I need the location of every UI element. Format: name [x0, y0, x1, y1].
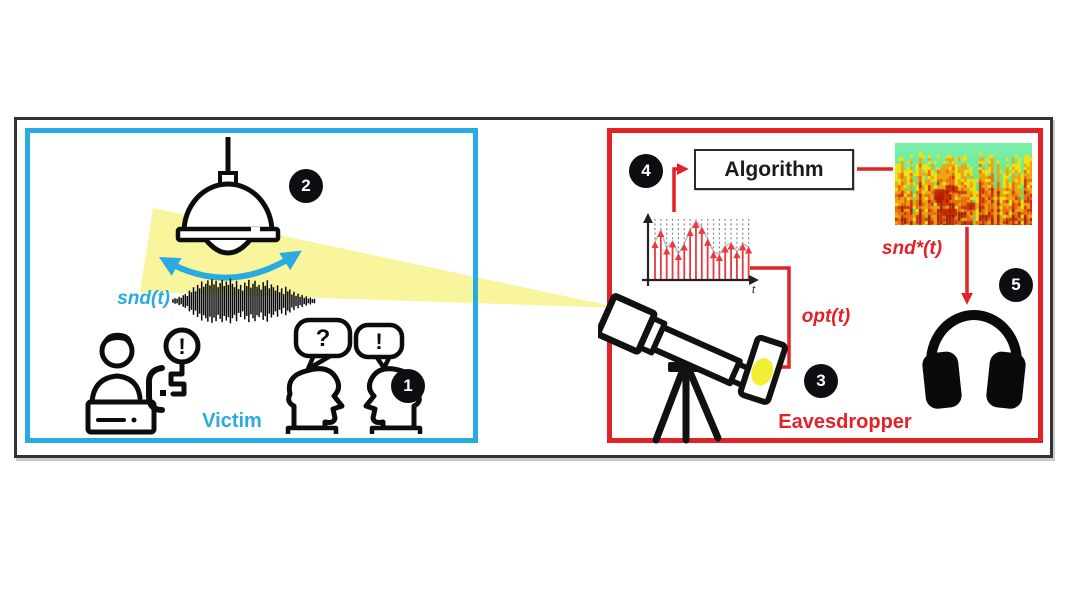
step-badge-2: 2 — [289, 169, 323, 203]
photodetector-icon — [737, 334, 788, 405]
person-on-phone-icon: ! — [85, 327, 201, 435]
step-badge-5-number: 5 — [1011, 275, 1021, 294]
snd-signal-label: snd(t) — [117, 288, 170, 309]
step-badge-1: 1 — [391, 369, 425, 403]
spectrogram-image — [895, 143, 1032, 225]
speech-bubble-exclaim: ! — [375, 329, 382, 354]
step-badge-4: 4 — [629, 154, 663, 188]
step-badge-3: 3 — [804, 364, 838, 398]
conversation-people-icon: ? ! — [285, 317, 423, 434]
algorithm-label: Algorithm — [724, 157, 824, 181]
speech-bubble-question: ? — [316, 325, 331, 352]
eavesdropper-zone-label: Eavesdropper — [778, 411, 912, 433]
step-badge-1-number: 1 — [403, 376, 413, 395]
telescope-icon — [598, 293, 788, 444]
headphones-icon — [922, 310, 1026, 409]
snd-star-signal-label: snd*(t) — [881, 238, 943, 259]
step-badge-2-number: 2 — [301, 176, 311, 195]
opt-signal-label: opt(t) — [801, 306, 851, 327]
step-badge-3-number: 3 — [816, 371, 826, 390]
alert-glyph: ! — [178, 334, 185, 359]
sampled-signal-plot: t — [642, 213, 759, 296]
step-badge-5: 5 — [999, 268, 1033, 302]
algorithm-block: Algorithm — [694, 149, 854, 190]
step-badge-4-number: 4 — [641, 161, 651, 180]
hanging-lamp-icon — [175, 137, 281, 256]
victim-zone-label: Victim — [202, 410, 262, 432]
